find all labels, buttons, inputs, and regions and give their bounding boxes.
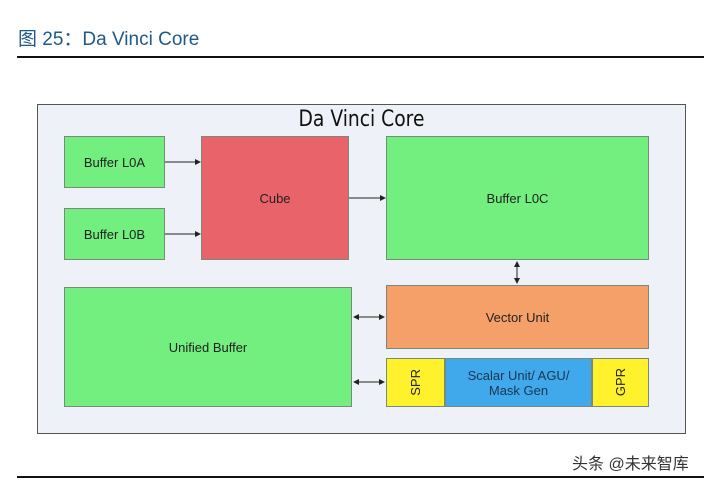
buffer-l0c-block: Buffer L0C: [386, 136, 649, 260]
core-title: Da Vinci Core: [298, 107, 425, 132]
bottom-rule: [17, 476, 704, 478]
figure-title: 图 25：Da Vinci Core: [18, 29, 200, 50]
watermark: 头条 @未来智库: [572, 456, 689, 473]
vector-unit-block: Vector Unit: [386, 285, 649, 349]
gpr-block: GPR: [592, 358, 649, 407]
cube-block: Cube: [201, 136, 349, 260]
scalar-unit-block: Scalar Unit/ AGU/ Mask Gen: [445, 358, 592, 407]
top-rule: [17, 56, 704, 58]
buffer-l0a-block: Buffer L0A: [64, 136, 165, 188]
spr-block: SPR: [386, 358, 445, 407]
unified-buffer-block: Unified Buffer: [64, 287, 352, 407]
buffer-l0b-block: Buffer L0B: [64, 208, 165, 260]
